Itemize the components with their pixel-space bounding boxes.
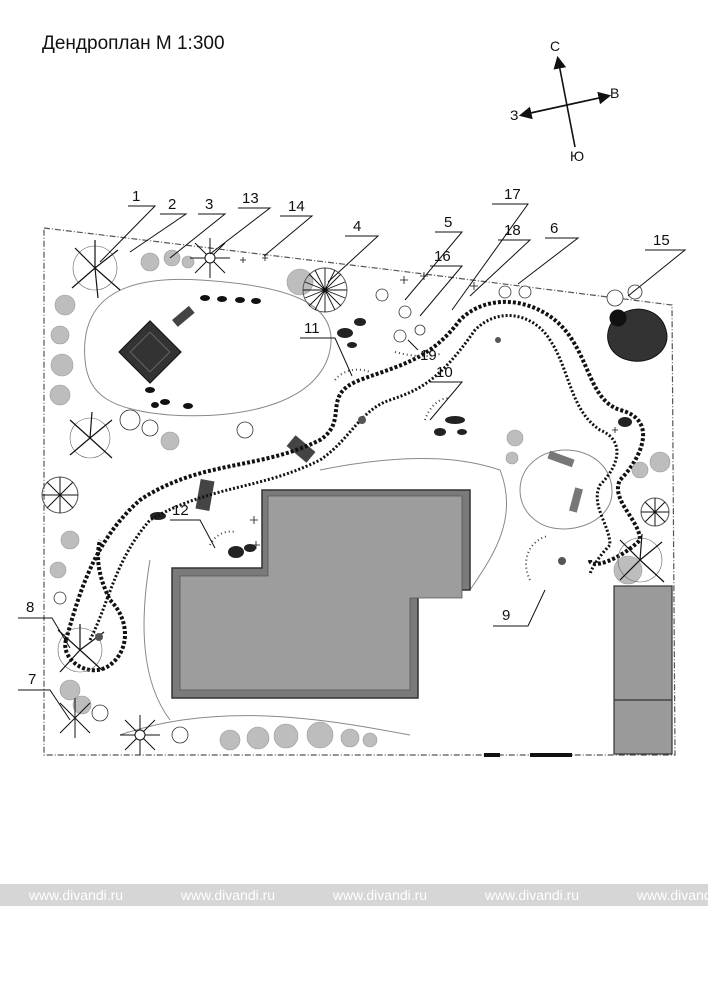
gate-right [530,753,572,757]
path-inner [143,559,171,721]
bench-right-1 [547,450,575,468]
radial-plant-7 [59,698,91,738]
path-lower [119,715,411,736]
lawn-right [519,449,613,530]
stream-path-inner [88,314,619,641]
stippled-beds [209,351,549,581]
gate-left [484,753,500,757]
callout-13: 13 [242,190,259,207]
specimen-tree-1 [71,240,121,299]
specimen-tree-2 [69,411,113,459]
compass-south-label: Ю [570,148,585,164]
radial-plant-4 [302,267,348,313]
callout-11: 11 [304,320,320,337]
compass-arrows-icon [518,55,612,148]
callout-15: 15 [653,232,670,249]
callout-5: 5 [444,214,452,231]
callout-10: 10 [436,364,453,381]
callout-4: 4 [353,218,361,235]
radial-plant-left [41,476,79,514]
house-building [171,489,471,699]
watermark-text: www.divandi.ru [484,887,580,903]
radial-plant-lower [120,715,160,755]
compass-east-label: В [610,85,620,101]
parking-area [613,585,673,755]
specimen-tree-4 [617,533,665,583]
callout-6: 6 [550,220,558,237]
stream-lower-left [63,539,127,673]
watermark-text: www.divandi.ru [332,887,428,903]
callout-16: 16 [434,248,451,265]
watermark-band: www.divandi.ru www.divandi.ru www.divandi.… [0,884,708,906]
lawn-upper-left [84,278,332,417]
perennial-marks [240,255,618,549]
watermark-text: www.divandi.ru [636,887,708,903]
watermark-text: www.divandi.ru [180,887,276,903]
watermark-text: www.divandi.ru [28,887,124,903]
rock-group [607,308,668,362]
callout-8: 8 [26,599,34,616]
radial-plant-13 [190,238,230,278]
callout-leaders [18,203,687,721]
callout-1: 1 [132,188,140,205]
callout-9: 9 [502,607,510,624]
callout-14: 14 [288,198,305,215]
specimen-tree-3 [57,624,105,673]
shrub-canopies [49,249,671,751]
compass-west-label: З [510,107,519,123]
path-middle [319,457,508,591]
stream-path [64,299,645,641]
gazebo [118,320,182,384]
flower-rings [53,284,643,744]
callout-7: 7 [28,671,36,688]
garden-lights [95,337,566,641]
bridge-2 [195,479,215,511]
stepping-stones [145,295,261,409]
callout-17: 17 [504,186,521,203]
callout-3: 3 [205,196,213,213]
compass-rose: С В З Ю [500,35,640,175]
callout-19: 19 [420,347,437,364]
compass-north-label: С [550,38,561,54]
site-boundary [43,227,676,756]
callout-2: 2 [168,196,176,213]
radial-plant-right [640,497,670,527]
callout-12: 12 [172,502,189,519]
callout-18: 18 [504,222,521,239]
bench-right-2 [569,487,583,513]
bench-upper [172,305,195,327]
plan-title: Дендроплан М 1:300 [42,33,225,54]
